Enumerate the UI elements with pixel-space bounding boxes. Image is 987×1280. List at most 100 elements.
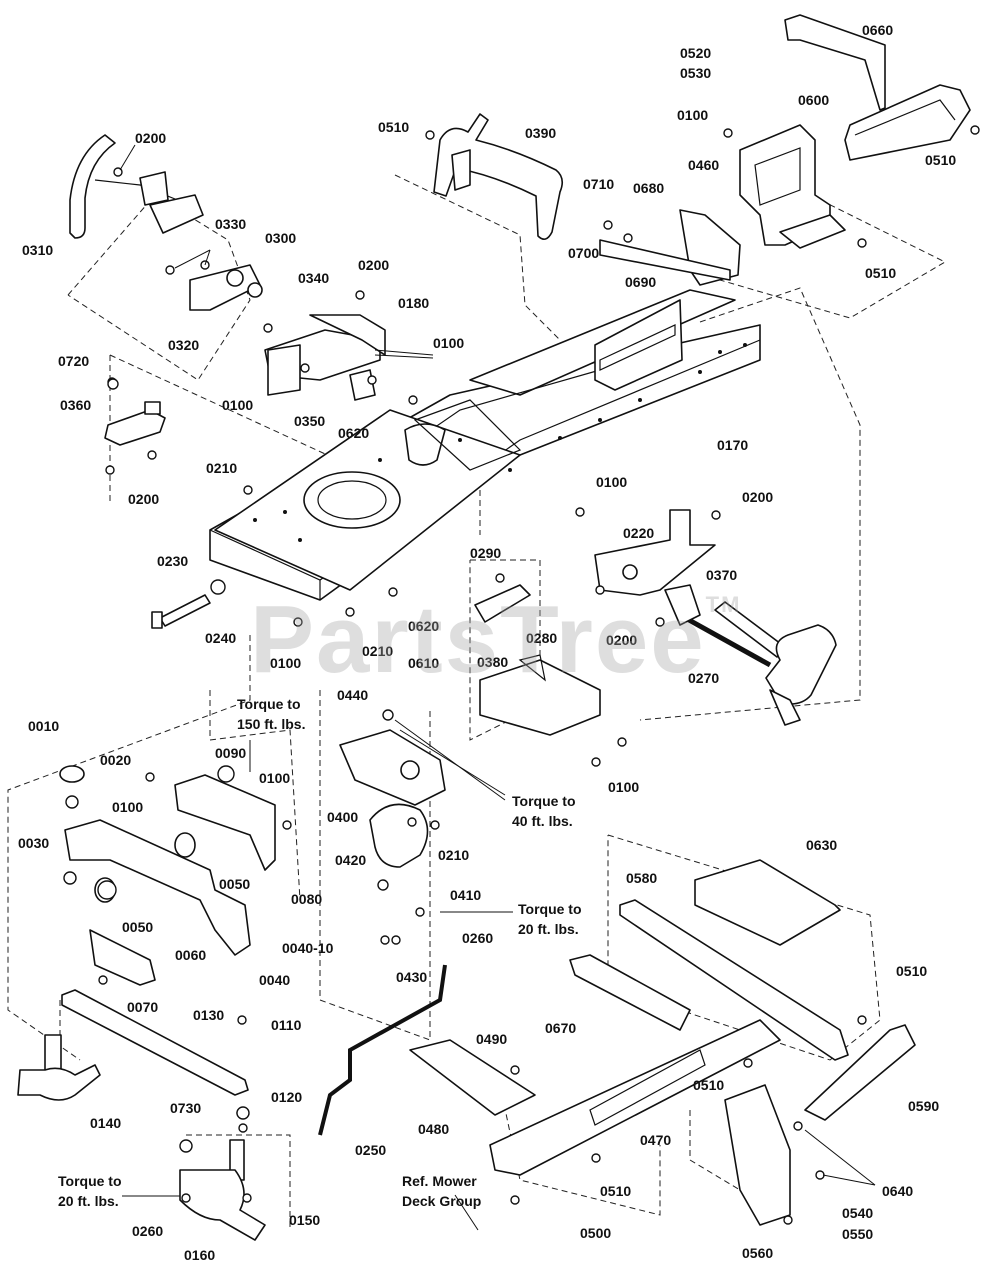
main-frame-0170 bbox=[209, 289, 761, 601]
lever-assembly-0310 bbox=[69, 134, 263, 311]
callout-0110: 0110 bbox=[271, 1017, 302, 1033]
callout-0040-10: 0040-10 bbox=[282, 940, 334, 956]
callout-0420: 0420 bbox=[335, 852, 366, 868]
callout-0260a: 0260 bbox=[462, 930, 493, 946]
callout-0260b: 0260 bbox=[132, 1223, 163, 1239]
callout-0170: 0170 bbox=[717, 437, 748, 453]
callout-0620a: 0620 bbox=[338, 425, 369, 441]
callout-0620b: 0620 bbox=[408, 618, 439, 634]
callout-0100b: 0100 bbox=[433, 335, 464, 351]
callout-0240: 0240 bbox=[205, 630, 236, 646]
note-torque150-l2: 150 ft. lbs. bbox=[237, 716, 305, 732]
callout-0100d: 0100 bbox=[596, 474, 627, 490]
callout-0490: 0490 bbox=[476, 1031, 507, 1047]
callout-0310: 0310 bbox=[22, 242, 53, 258]
callout-0340: 0340 bbox=[298, 270, 329, 286]
callout-0200c: 0200 bbox=[128, 491, 159, 507]
note-torque20b-l2: 20 ft. lbs. bbox=[58, 1193, 119, 1209]
note-torque40-l1: Torque to bbox=[512, 793, 576, 809]
brace-0600 bbox=[844, 84, 971, 161]
rod-0250 bbox=[318, 964, 447, 1136]
callout-0210b: 0210 bbox=[362, 643, 393, 659]
note-mower-l2: Deck Group bbox=[402, 1193, 481, 1209]
callout-0680: 0680 bbox=[633, 180, 664, 196]
callout-0060: 0060 bbox=[175, 947, 206, 963]
callout-0180: 0180 bbox=[398, 295, 429, 311]
callout-0200b: 0200 bbox=[358, 257, 389, 273]
callout-0280: 0280 bbox=[526, 630, 557, 646]
callout-0100a: 0100 bbox=[677, 107, 708, 123]
callout-0140: 0140 bbox=[90, 1115, 121, 1131]
callout-0520: 0520 bbox=[680, 45, 711, 61]
rail-0580 bbox=[619, 899, 849, 1061]
callout-0540: 0540 bbox=[842, 1205, 873, 1221]
callout-0130: 0130 bbox=[193, 1007, 224, 1023]
spindle-0140 bbox=[17, 1034, 101, 1101]
bracket-0180 bbox=[264, 314, 386, 401]
callout-0200e: 0200 bbox=[606, 632, 637, 648]
callout-0730: 0730 bbox=[170, 1100, 201, 1116]
brace-0660 bbox=[784, 14, 886, 111]
callout-0510b: 0510 bbox=[378, 119, 409, 135]
callout-0160: 0160 bbox=[184, 1247, 215, 1263]
callout-0510a: 0510 bbox=[925, 152, 956, 168]
callout-0030: 0030 bbox=[18, 835, 49, 851]
callout-0440: 0440 bbox=[337, 687, 368, 703]
callout-0690: 0690 bbox=[625, 274, 656, 290]
part-0670 bbox=[569, 954, 691, 1031]
callout-0510d: 0510 bbox=[896, 963, 927, 979]
callout-0500: 0500 bbox=[580, 1225, 611, 1241]
drag-link-0130 bbox=[61, 989, 249, 1096]
callout-0510e: 0510 bbox=[693, 1077, 724, 1093]
callout-0050a: 0050 bbox=[219, 876, 250, 892]
callout-0100h: 0100 bbox=[112, 799, 143, 815]
callout-0100c: 0100 bbox=[222, 397, 253, 413]
callout-0230: 0230 bbox=[157, 553, 188, 569]
callout-0710: 0710 bbox=[583, 176, 614, 192]
callout-0270: 0270 bbox=[688, 670, 719, 686]
callout-0600: 0600 bbox=[798, 92, 829, 108]
callout-0400: 0400 bbox=[327, 809, 358, 825]
callout-0360: 0360 bbox=[60, 397, 91, 413]
callout-0370: 0370 bbox=[706, 567, 737, 583]
callout-0380: 0380 bbox=[477, 654, 508, 670]
callout-0410: 0410 bbox=[450, 887, 481, 903]
rail-0470 bbox=[489, 1019, 781, 1176]
callout-0510f: 0510 bbox=[600, 1183, 631, 1199]
brace-0590 bbox=[804, 1024, 916, 1121]
callout-0210a: 0210 bbox=[206, 460, 237, 476]
bracket-0460 bbox=[599, 209, 741, 286]
part-0080 bbox=[174, 774, 276, 871]
callout-0210c: 0210 bbox=[438, 847, 469, 863]
callout-0120: 0120 bbox=[271, 1089, 302, 1105]
callout-0100g: 0100 bbox=[608, 779, 639, 795]
bracket-0520 bbox=[739, 124, 846, 249]
note-torque20a-l1: Torque to bbox=[518, 901, 582, 917]
lift-lever-0390 bbox=[433, 113, 564, 240]
note-torque20b-l1: Torque to bbox=[58, 1173, 122, 1189]
note-torque20a-l2: 20 ft. lbs. bbox=[518, 921, 579, 937]
part-0410 bbox=[369, 803, 429, 868]
note-mower-l1: Ref. Mower bbox=[402, 1173, 477, 1189]
note-torque150-l1: Torque to bbox=[237, 696, 301, 712]
callout-0100f: 0100 bbox=[259, 770, 290, 786]
callout-0150: 0150 bbox=[289, 1212, 320, 1228]
callout-0480: 0480 bbox=[418, 1121, 449, 1137]
bracket-0540 bbox=[724, 1084, 791, 1226]
plate-0400 bbox=[339, 729, 446, 806]
callout-0320: 0320 bbox=[168, 337, 199, 353]
callout-0200a: 0200 bbox=[135, 130, 166, 146]
callout-0630: 0630 bbox=[806, 837, 837, 853]
callout-0470: 0470 bbox=[640, 1132, 671, 1148]
callout-0070: 0070 bbox=[127, 999, 158, 1015]
callout-0640: 0640 bbox=[882, 1183, 913, 1199]
shaft-0270 bbox=[664, 584, 837, 726]
callout-0700: 0700 bbox=[568, 245, 599, 261]
callout-0200d: 0200 bbox=[742, 489, 773, 505]
callout-labels: 0660 0520 0530 0600 0100 0510 0510 0390 … bbox=[18, 22, 956, 1263]
callout-0220: 0220 bbox=[623, 525, 654, 541]
plate-0480 bbox=[409, 1039, 536, 1116]
spindle-0160 bbox=[179, 1139, 266, 1241]
callout-0720: 0720 bbox=[58, 353, 89, 369]
